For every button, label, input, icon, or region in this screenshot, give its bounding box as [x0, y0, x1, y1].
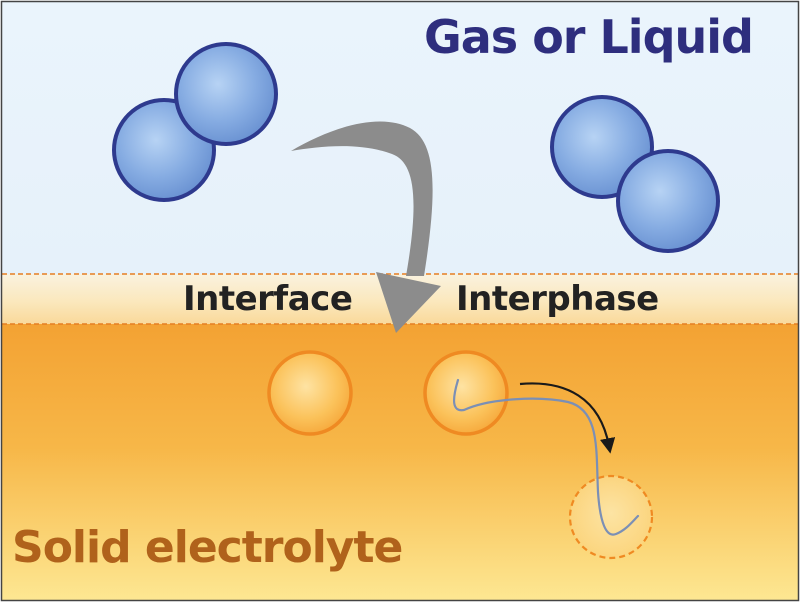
solid-phase-label: Solid electrolyte: [12, 522, 403, 573]
gas-phase-label: Gas or Liquid: [424, 10, 754, 64]
dashed-particle-icon: [568, 474, 654, 560]
solid-region: [2, 324, 798, 600]
migration-arrow-icon: [519, 382, 616, 454]
diatomic-molecule-icon: [550, 95, 720, 253]
particle-icon: [267, 350, 353, 436]
interface-label: Interface: [183, 279, 353, 319]
diatomic-molecule-icon: [112, 42, 278, 202]
adsorption-arrow-icon: [291, 121, 441, 333]
diffusion-path-line: [452, 378, 640, 536]
interphase-label: Interphase: [456, 279, 659, 319]
particle-icon: [423, 350, 509, 436]
